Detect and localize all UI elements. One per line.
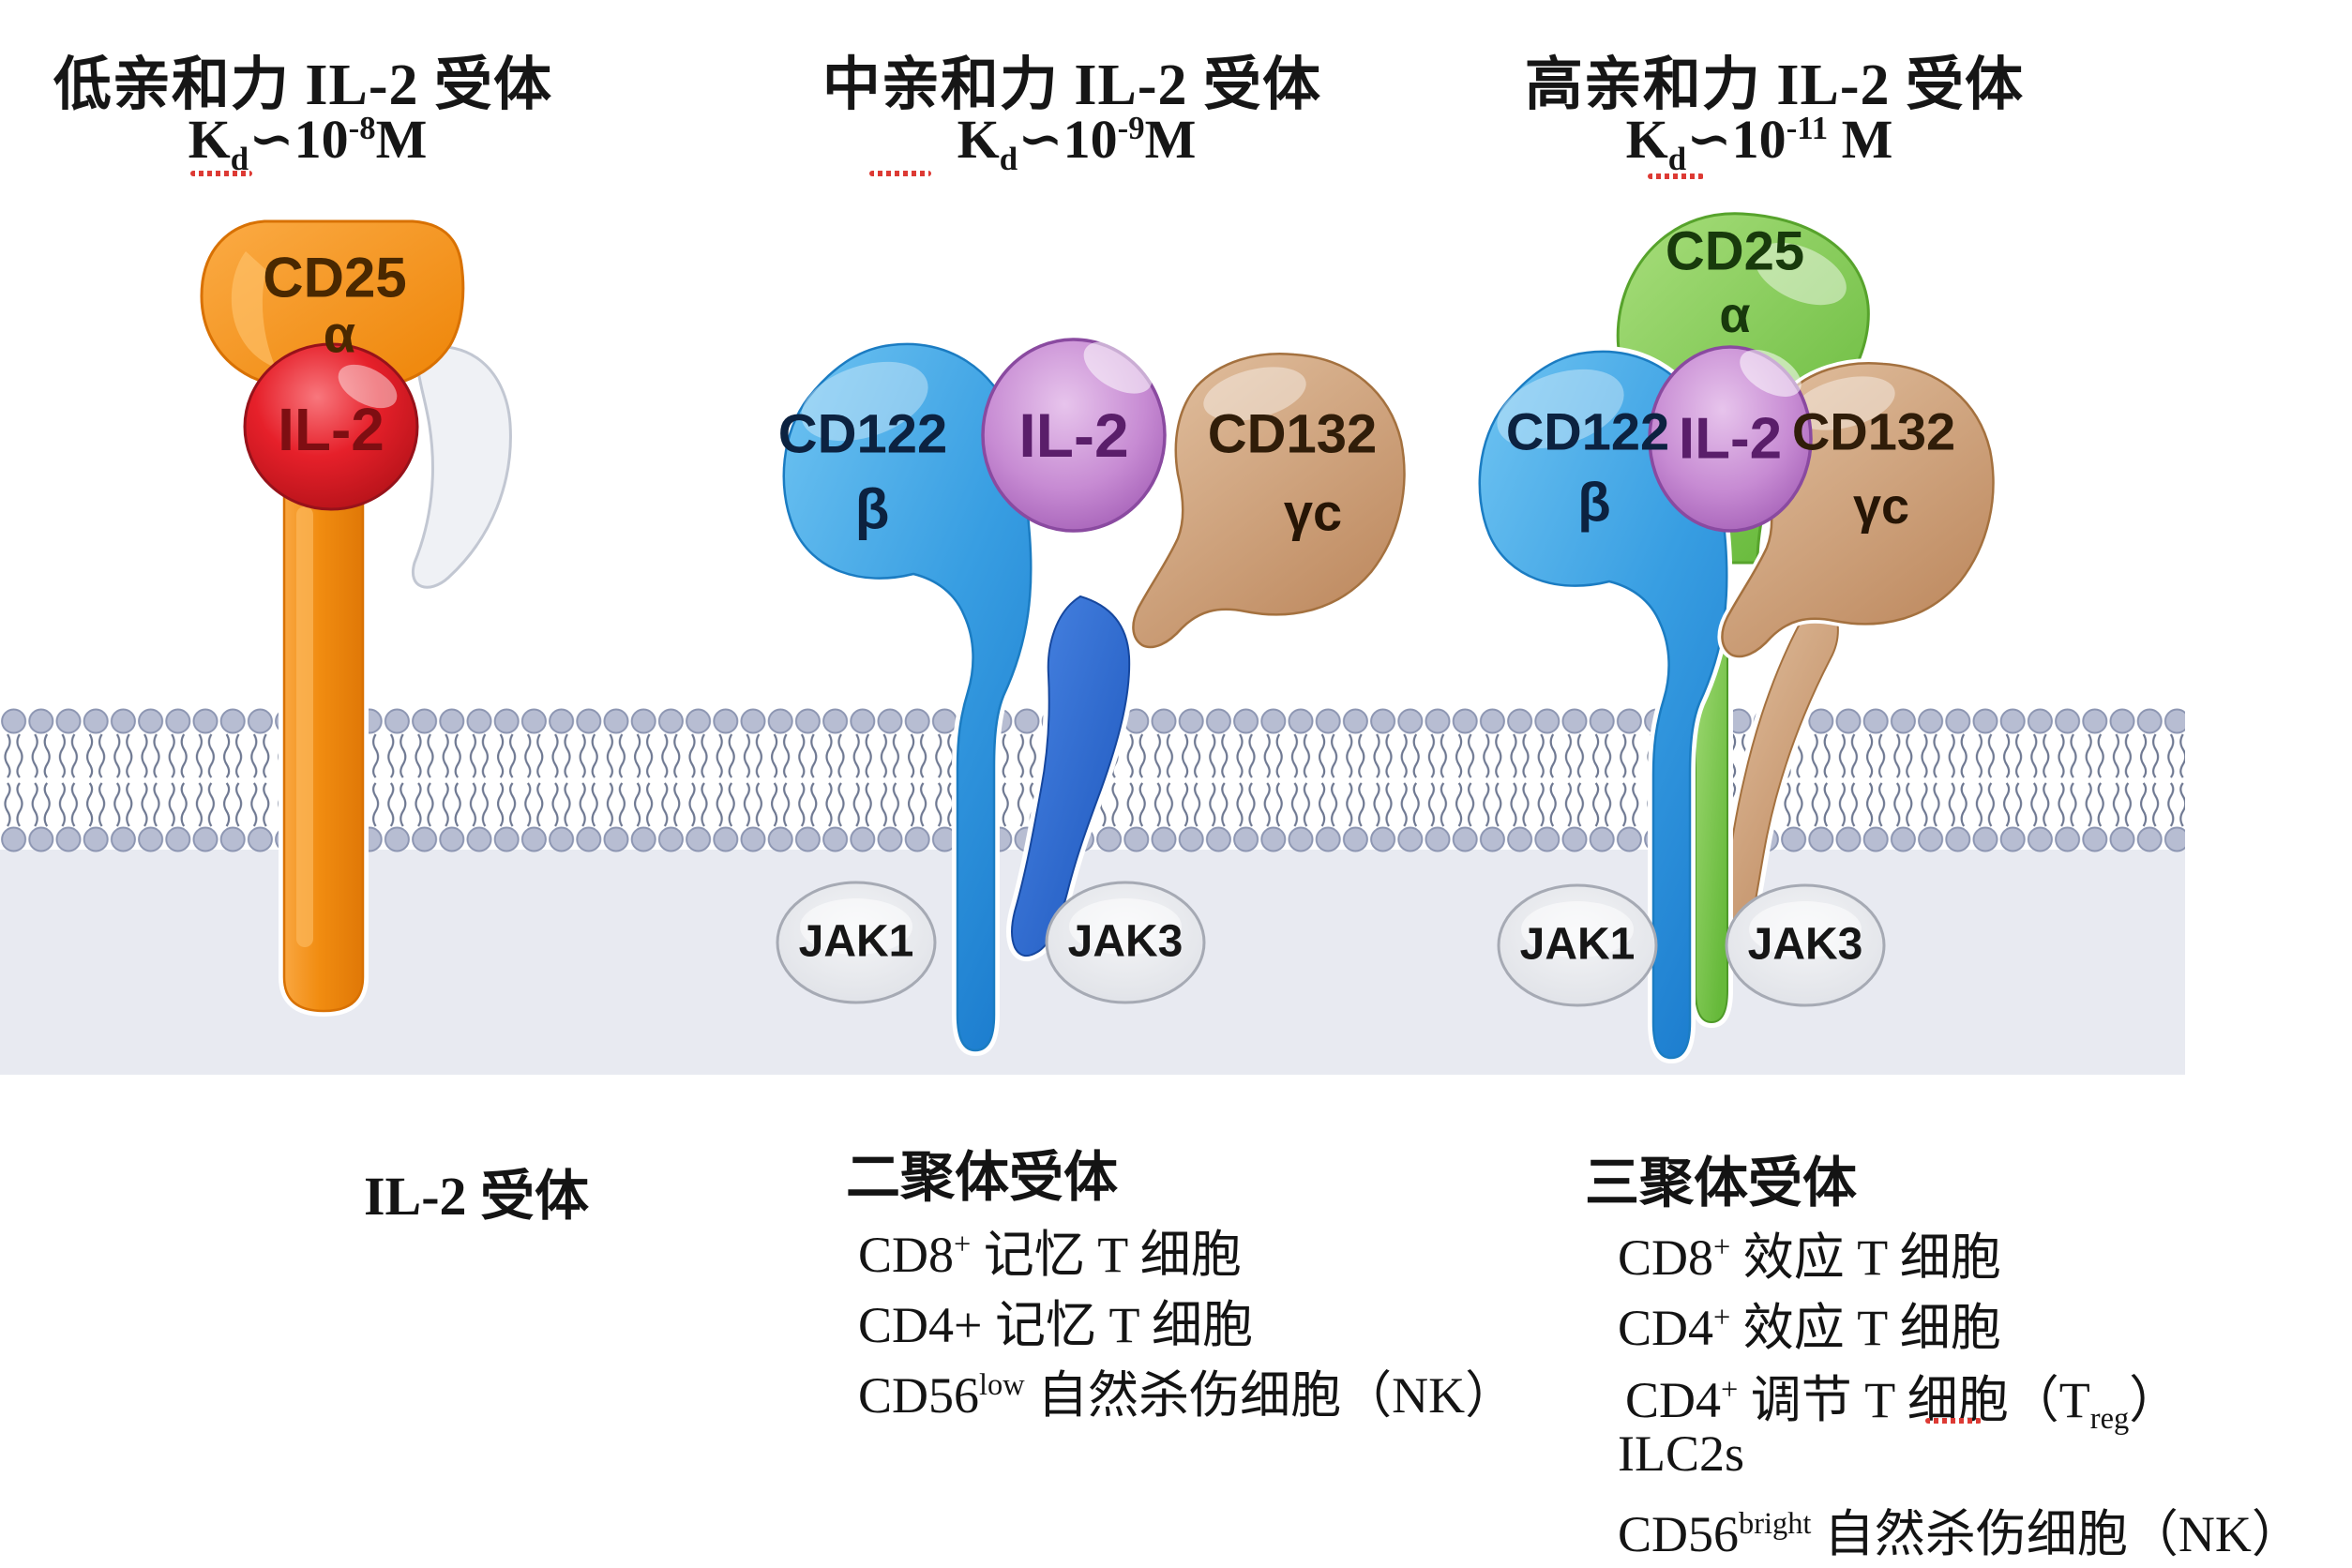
low-receptor-caption: IL-2 受体 [363, 1166, 590, 1227]
trimer-cell-line: ILC2s [1618, 1425, 1744, 1482]
cd132-high-label: CD132 [1791, 401, 1956, 461]
gammac-label: γc [1283, 482, 1343, 542]
cd25-stalk [282, 472, 365, 1013]
trimer-cell-line: CD4+ 调节 T 细胞（Treg） [1625, 1372, 2180, 1436]
spellcheck-underline [869, 171, 931, 176]
high-affinity-kd: Kd∽10-11 M [1625, 109, 1893, 177]
cd122-high-label: CD122 [1505, 401, 1670, 461]
trimer-cell-line: CD8+ 效应 T 细胞 [1618, 1229, 2001, 1286]
spellcheck-underline [190, 171, 252, 176]
dimer-cell-line: CD4+ 记忆 T 细胞 [858, 1297, 1253, 1353]
dimer-caption: 二聚体受体 [845, 1147, 1119, 1208]
jak1-high-label: JAK1 [1519, 919, 1636, 970]
jak3-high-label: JAK3 [1747, 919, 1863, 970]
spellcheck-underline [1648, 173, 1704, 179]
alpha-high-label: α [1719, 287, 1751, 343]
gammac-high-label: γc [1852, 478, 1910, 535]
high-affinity-title: 高亲和力 IL-2 受体 [1524, 53, 2025, 117]
beta-high-label: β [1577, 472, 1611, 534]
jak3-label: JAK3 [1067, 916, 1184, 967]
trimer-cell-line: CD4+ 效应 T 细胞 [1618, 1300, 2001, 1356]
trimer-cell-line: CD56bright 自然杀伤细胞（NK） [1618, 1506, 2302, 1562]
cd132-label: CD132 [1207, 403, 1378, 465]
intermediate-affinity-title: 中亲和力 IL-2 受体 [822, 53, 1322, 117]
il2-bound-label: IL-2 [1018, 400, 1129, 470]
beta-label: β [854, 477, 890, 541]
dimer-cell-line: CD56low 自然杀伤细胞（NK） [858, 1367, 1516, 1424]
intermediate-affinity-receptor [776, 338, 1404, 1050]
high-affinity-receptor [1480, 214, 1994, 1058]
il2-high-label: IL-2 [1678, 406, 1783, 472]
low-affinity-receptor [200, 219, 512, 1013]
low-affinity-kd: Kd∽10-8M [188, 109, 428, 177]
cd122-label: CD122 [777, 403, 948, 465]
chaperone-crescent [411, 345, 512, 589]
trimer-caption: 三聚体受体 [1584, 1153, 1858, 1214]
il2-label: IL-2 [278, 396, 384, 463]
dimer-cell-line: CD8+ 记忆 T 细胞 [858, 1227, 1242, 1283]
cd25-label: CD25 [263, 246, 407, 309]
jak1-label: JAK1 [798, 916, 914, 967]
cd25-high-label: CD25 [1665, 220, 1805, 282]
il2-ligand-ball [243, 342, 419, 511]
intermediate-affinity-kd: Kd∽10-9M [957, 109, 1197, 177]
spellcheck-underline [1925, 1418, 1982, 1424]
alpha-label: α [323, 304, 356, 364]
low-affinity-title: 低亲和力 IL-2 受体 [53, 53, 553, 117]
